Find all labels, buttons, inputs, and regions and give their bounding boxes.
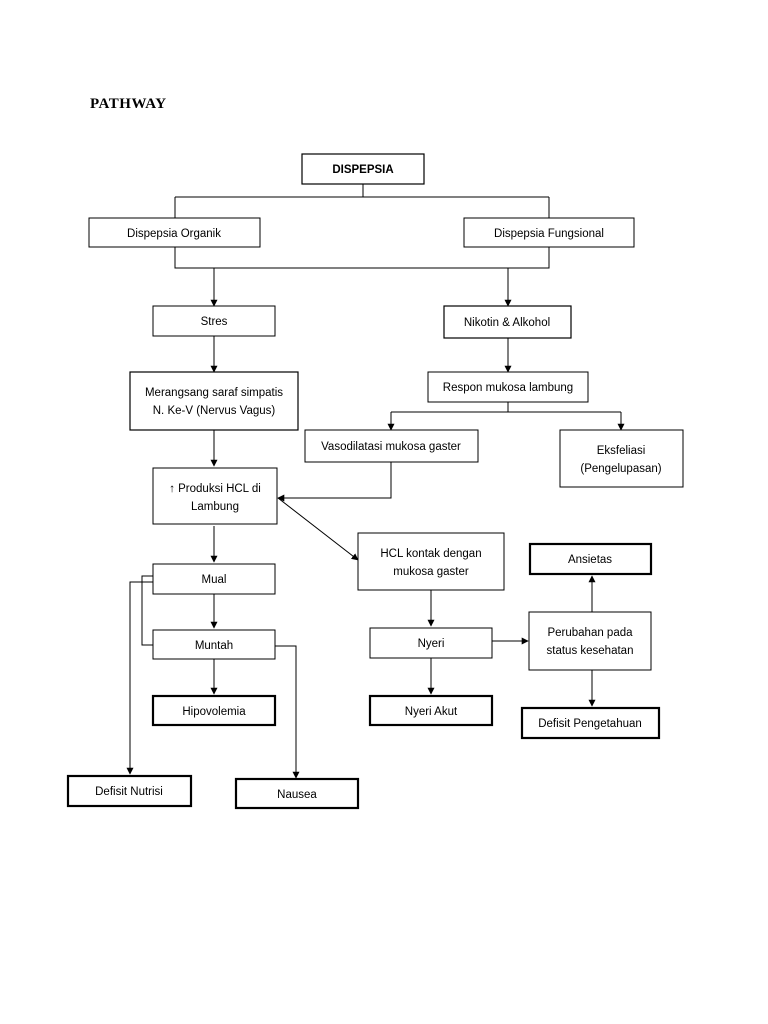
node-vasodilatasi: Vasodilatasi mukosa gaster xyxy=(304,429,479,463)
node-hipovolemia-label: Hipovolemia xyxy=(182,706,246,718)
node-ansietas: Ansietas xyxy=(528,542,653,576)
node-produksi-hcl-line-2: Lambung xyxy=(191,501,239,513)
edge-mual-side-loop xyxy=(141,575,153,646)
node-hcl-kontak-line-1: HCL kontak dengan xyxy=(380,548,481,560)
nodes: DISPEPSIA Dispepsia Organik Dispepsia Fu… xyxy=(66,153,684,810)
node-mual: Mual xyxy=(152,563,276,595)
node-hcl-kontak: HCL kontak dengan mukosa gaster xyxy=(357,532,505,591)
node-ansietas-label: Ansietas xyxy=(568,554,612,566)
node-nikotin-alkohol: Nikotin & Alkohol xyxy=(443,305,572,339)
node-produksi-hcl: ↑ Produksi HCL di Lambung xyxy=(152,467,278,525)
edge-muntah-to-nausea xyxy=(275,645,300,779)
node-perubahan-status-line-2: status kesehatan xyxy=(547,645,634,657)
edge-vasodilatasi-to-produksi xyxy=(277,462,392,502)
node-muntah: Muntah xyxy=(152,629,276,660)
edge-types-join xyxy=(174,247,550,269)
node-eksfeliasi-line-2: (Pengelupasan) xyxy=(580,463,661,475)
node-dispepsia-organik: Dispepsia Organik xyxy=(88,217,261,248)
node-dispepsia-fungsional: Dispepsia Fungsional xyxy=(463,217,635,248)
edge-respon-to-branches xyxy=(391,402,621,413)
node-stres: Stres xyxy=(152,305,276,337)
page-title: PATHWAY xyxy=(90,96,167,112)
node-mual-label: Mual xyxy=(202,574,227,586)
node-dispepsia-organik-label: Dispepsia Organik xyxy=(127,228,221,240)
node-nyeri: Nyeri xyxy=(369,627,493,659)
node-nikotin-alkohol-label: Nikotin & Alkohol xyxy=(464,317,550,329)
node-hcl-kontak-line-2: mukosa gaster xyxy=(393,566,469,578)
node-nyeri-akut: Nyeri Akut xyxy=(368,694,494,727)
node-defisit-nutrisi-label: Defisit Nutrisi xyxy=(95,786,163,798)
node-perubahan-status-line-1: Perubahan pada xyxy=(547,627,633,639)
node-defisit-nutrisi: Defisit Nutrisi xyxy=(66,774,193,808)
node-defisit-pengetahuan-label: Defisit Pengetahuan xyxy=(538,718,642,730)
node-merangsang-saraf-line-1: Merangsang saraf simpatis xyxy=(145,387,283,399)
node-nausea: Nausea xyxy=(234,777,360,810)
node-nyeri-akut-label: Nyeri Akut xyxy=(405,706,458,718)
node-perubahan-status: Perubahan pada status kesehatan xyxy=(528,611,652,671)
node-respon-mukosa: Respon mukosa lambung xyxy=(427,371,589,403)
edge-produksi-to-hcl-kontak xyxy=(277,497,359,561)
edge-mual-to-defisit-nutrisi xyxy=(126,581,153,775)
node-vasodilatasi-label: Vasodilatasi mukosa gaster xyxy=(321,441,461,453)
node-dispepsia: DISPEPSIA xyxy=(301,153,425,185)
node-dispepsia-fungsional-label: Dispepsia Fungsional xyxy=(494,228,604,240)
node-respon-mukosa-label: Respon mukosa lambung xyxy=(443,382,573,394)
node-eksfeliasi-line-1: Eksfeliasi xyxy=(597,445,646,457)
edge-dispepsia-to-types xyxy=(174,184,550,218)
node-produksi-hcl-line-1: ↑ Produksi HCL di xyxy=(169,483,261,495)
node-dispepsia-label: DISPEPSIA xyxy=(332,164,393,176)
connectors xyxy=(126,184,625,779)
node-nyeri-label: Nyeri xyxy=(418,638,445,650)
node-muntah-label: Muntah xyxy=(195,640,233,652)
node-defisit-pengetahuan: Defisit Pengetahuan xyxy=(520,706,661,740)
node-eksfeliasi: Eksfeliasi (Pengelupasan) xyxy=(559,429,684,488)
node-hipovolemia: Hipovolemia xyxy=(151,694,277,727)
node-merangsang-saraf: Merangsang saraf simpatis N. Ke-V (Nervu… xyxy=(129,371,299,431)
node-stres-label: Stres xyxy=(201,316,228,328)
node-nausea-label: Nausea xyxy=(277,789,317,801)
node-merangsang-saraf-line-2: N. Ke-V (Nervus Vagus) xyxy=(153,405,276,417)
